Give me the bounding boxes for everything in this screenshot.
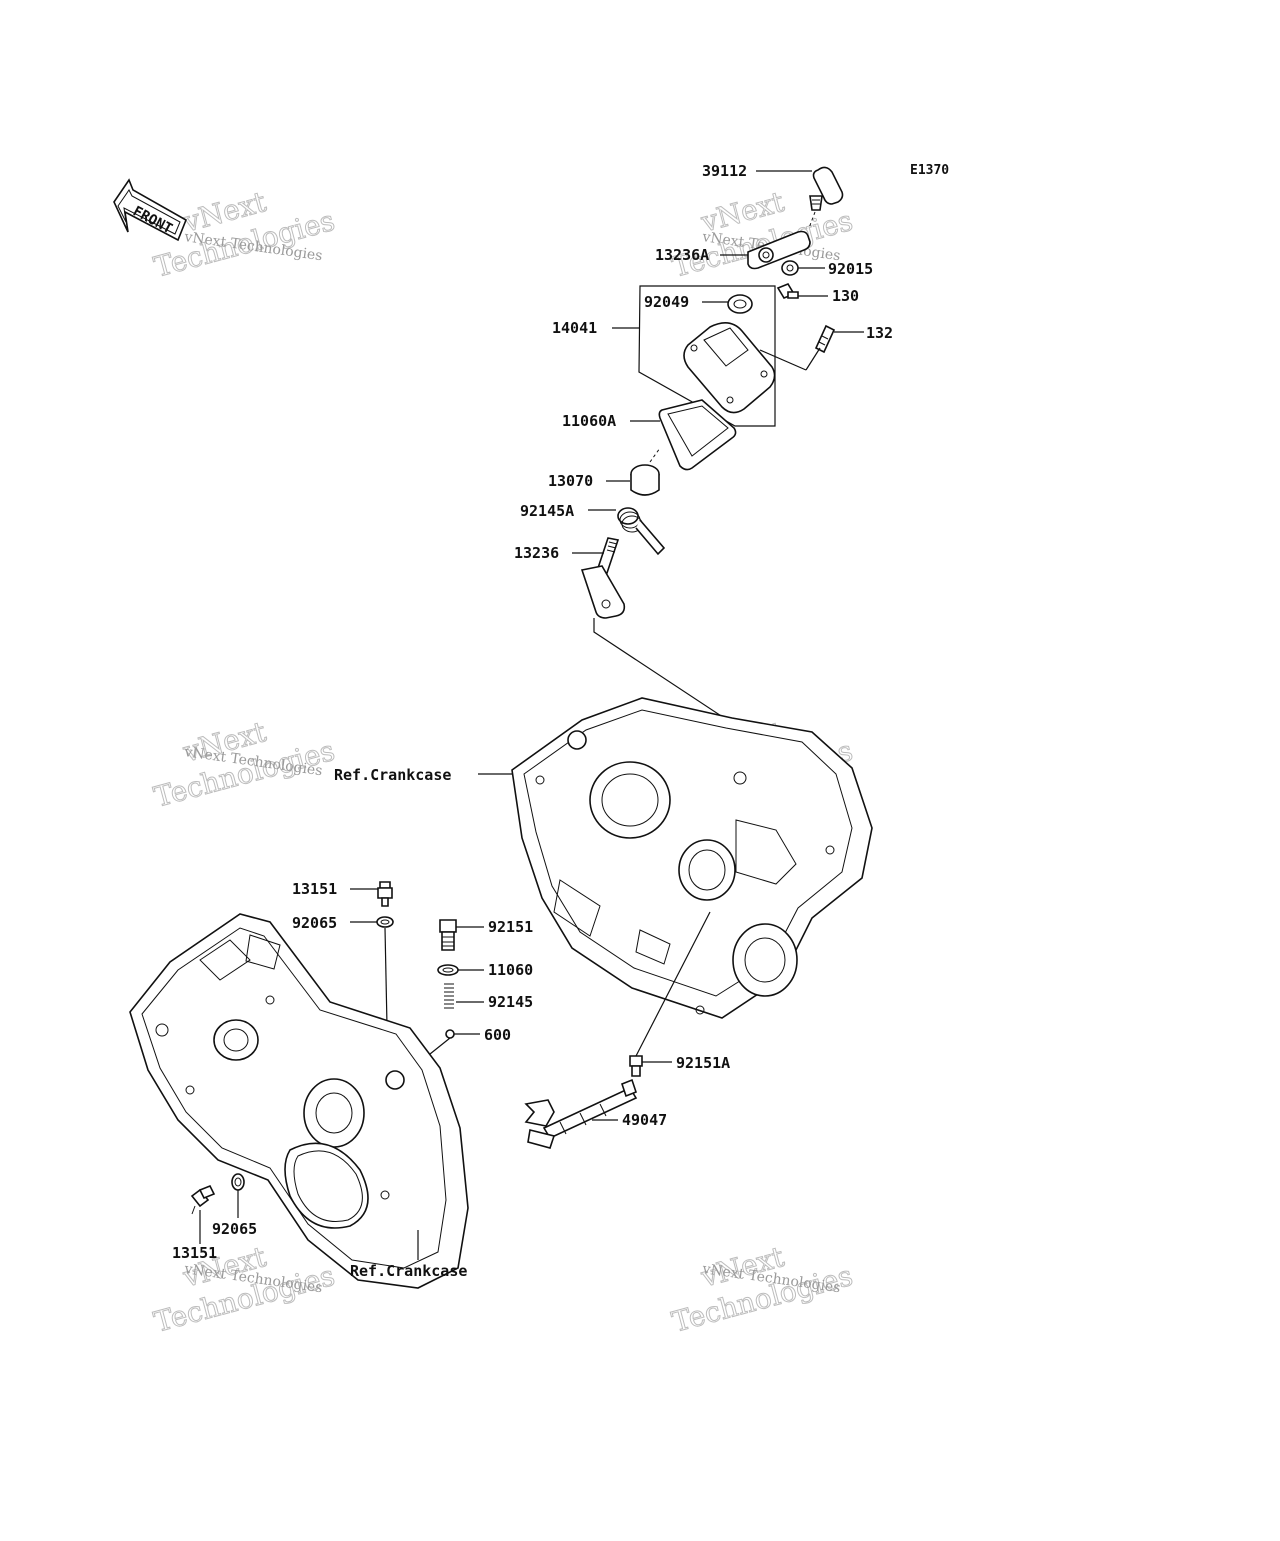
- lower-crankcase-icon: [129, 913, 469, 1289]
- part-label-92065-top[interactable]: 92065: [292, 914, 337, 932]
- bolt-icon: [776, 283, 799, 299]
- part-label-130[interactable]: 130: [832, 287, 859, 305]
- part-label-92151A[interactable]: 92151A: [676, 1054, 730, 1072]
- part-label-92151[interactable]: 92151: [488, 918, 533, 936]
- ref-crankcase-upper-label[interactable]: Ref.Crankcase: [334, 766, 451, 784]
- gasket-washer-icon: [437, 964, 459, 976]
- part-label-92145[interactable]: 92145: [488, 993, 533, 1011]
- part-label-92065-bottom[interactable]: 92065: [212, 1220, 257, 1238]
- shift-cover-icon: [683, 322, 776, 414]
- shift-pedal-icon: [808, 166, 844, 229]
- washer-icon: [231, 1173, 245, 1191]
- part-label-92145A[interactable]: 92145A: [520, 502, 574, 520]
- part-label-11060A[interactable]: 11060A: [562, 412, 616, 430]
- shift-arm-icon: [747, 230, 811, 270]
- part-label-13236[interactable]: 13236: [514, 544, 559, 562]
- part-label-13151-top[interactable]: 13151: [292, 880, 337, 898]
- neutral-switch-icon: [377, 881, 393, 907]
- plug-bolt-icon: [439, 919, 457, 951]
- neutral-switch-icon: [190, 1184, 216, 1215]
- nut-icon: [781, 260, 799, 276]
- part-label-13236A[interactable]: 13236A: [655, 246, 709, 264]
- part-label-13151-bottom[interactable]: 13151: [172, 1244, 217, 1262]
- diagram-code: E1370: [910, 163, 949, 178]
- part-label-11060[interactable]: 11060: [488, 961, 533, 979]
- coil-spring-icon: [444, 983, 454, 1009]
- shift-shaft-icon: [580, 537, 626, 619]
- collar-icon: [630, 447, 661, 496]
- bolt-icon: [814, 324, 836, 354]
- part-label-39112[interactable]: 39112: [702, 162, 747, 180]
- oil-seal-icon: [727, 294, 753, 314]
- part-label-132[interactable]: 132: [866, 324, 893, 342]
- shift-fork-shaft-icon: [524, 1078, 638, 1149]
- part-label-600[interactable]: 600: [484, 1026, 511, 1044]
- washer-icon: [376, 916, 394, 928]
- ref-crankcase-lower-label[interactable]: Ref.Crankcase: [350, 1262, 467, 1280]
- part-label-92049[interactable]: 92049: [644, 293, 689, 311]
- spring-icon: [617, 507, 666, 556]
- part-label-14041[interactable]: 14041: [552, 319, 597, 337]
- upper-crankcase-icon: [511, 697, 873, 1019]
- gasket-icon: [658, 399, 737, 471]
- part-label-13070[interactable]: 13070: [548, 472, 593, 490]
- part-label-49047[interactable]: 49047: [622, 1111, 667, 1129]
- assembly-line: [635, 911, 711, 1057]
- part-label-92015[interactable]: 92015: [828, 260, 873, 278]
- leader-line: [805, 347, 821, 371]
- leader-line: [759, 349, 807, 371]
- plug-bolt-icon: [629, 1055, 643, 1077]
- group-bracket: [638, 285, 776, 427]
- front-arrow-icon: FRONT: [113, 178, 188, 242]
- steel-ball-icon: [445, 1029, 455, 1039]
